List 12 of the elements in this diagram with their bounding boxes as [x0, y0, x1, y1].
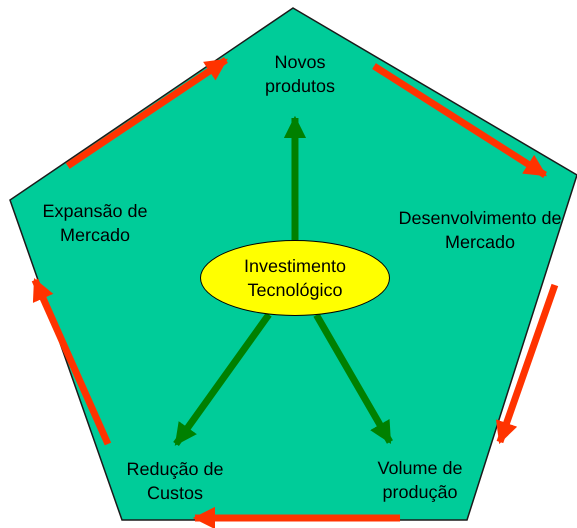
arrow	[192, 506, 400, 528]
node-label: Redução de Custos	[125, 458, 225, 505]
arrow	[313, 313, 393, 444]
node-label: Novos produtos	[264, 51, 336, 98]
node-label: Expansão de Mercado	[41, 200, 149, 247]
arrow	[32, 278, 112, 446]
arrow	[372, 63, 547, 178]
arrow	[496, 284, 558, 444]
node-label: Volume de produção	[376, 457, 464, 504]
arrow	[284, 116, 306, 240]
node-label: Desenvolvimento de Mercado	[397, 207, 563, 254]
arrow	[66, 57, 228, 169]
